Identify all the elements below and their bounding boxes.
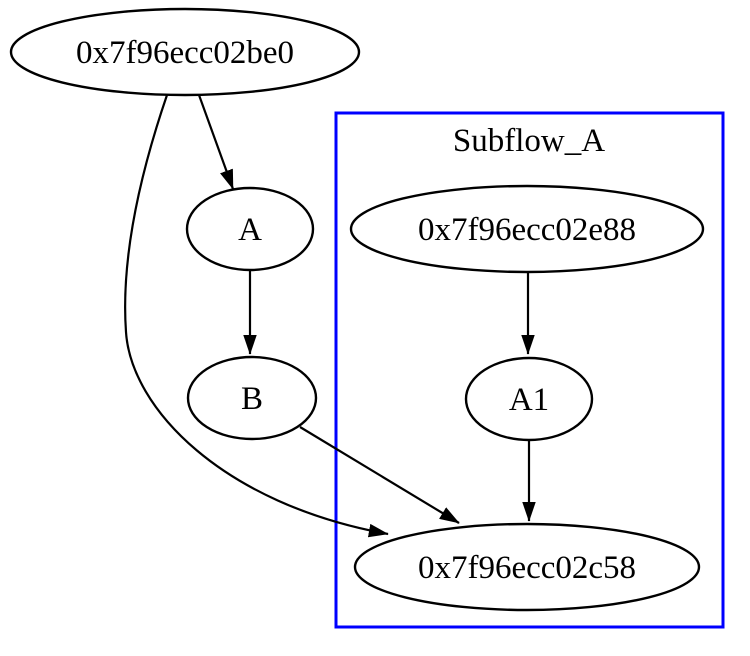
- node-b: B: [186, 355, 318, 441]
- node-a-shape: [185, 186, 315, 272]
- node-e88-label: 0x7f96ecc02e88: [418, 212, 636, 248]
- node-be0-label: 0x7f96ecc02be0: [76, 35, 294, 71]
- cluster-subflow-a: Subflow_A: [334, 111, 725, 629]
- node-a1: A1: [464, 356, 594, 442]
- node-a1-label: A1: [509, 382, 549, 418]
- node-e88-shape: [349, 184, 705, 274]
- edge-be0-to-c58: [124, 94, 389, 538]
- edge-be0-to-a: [197, 94, 235, 190]
- node-e88: 0x7f96ecc02e88: [349, 184, 705, 274]
- node-a: A: [185, 186, 315, 272]
- node-a-label: A: [238, 212, 262, 248]
- node-a1-shape: [464, 356, 594, 442]
- node-c58: 0x7f96ecc02c58: [353, 522, 701, 612]
- node-b-shape: [186, 355, 318, 441]
- node-be0: 0x7f96ecc02be0: [9, 7, 361, 97]
- cluster-subflow-a-label: Subflow_A: [453, 123, 605, 159]
- node-be0-shape: [9, 7, 361, 97]
- cluster-subflow-a-border: [334, 111, 725, 629]
- node-b-label: B: [241, 381, 263, 417]
- node-c58-shape: [353, 522, 701, 612]
- edge-b-to-c58: [299, 426, 460, 524]
- node-c58-label: 0x7f96ecc02c58: [418, 550, 636, 586]
- edge-layer: [124, 94, 536, 538]
